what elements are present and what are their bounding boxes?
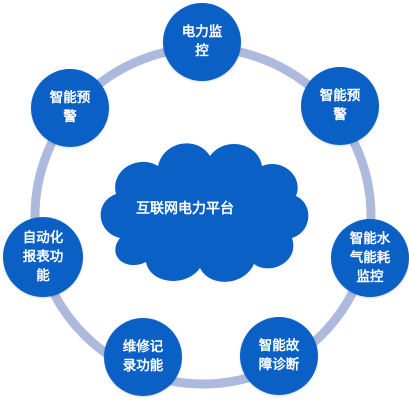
node-label: 自动化 报表功 能 [22, 229, 64, 284]
node-smart-warning-left[interactable]: 智能预 警 [31, 69, 109, 147]
node-power-monitor[interactable]: 电力监 控 [163, 3, 241, 81]
center-platform-label: 互联网电力平台 [136, 201, 234, 217]
node-label: 智能水 气能耗 监控 [349, 230, 391, 285]
node-water-gas-energy-monitor[interactable]: 智能水 气能耗 监控 [331, 219, 409, 297]
node-label: 智能故 障诊断 [258, 338, 300, 373]
node-label: 智能预 警 [319, 88, 361, 123]
node-label: 电力监 控 [181, 24, 223, 59]
node-fault-diagnosis[interactable]: 智能故 障诊断 [240, 317, 318, 395]
central-cloud [100, 143, 309, 282]
node-label: 智能预 警 [49, 90, 91, 125]
node-smart-warning-right[interactable]: 智能预 警 [301, 67, 379, 145]
node-auto-report[interactable]: 自动化 报表功 能 [3, 217, 83, 297]
node-label: 维修记 录功能 [122, 339, 164, 374]
node-maintenance-record[interactable]: 维修记 录功能 [104, 318, 182, 396]
